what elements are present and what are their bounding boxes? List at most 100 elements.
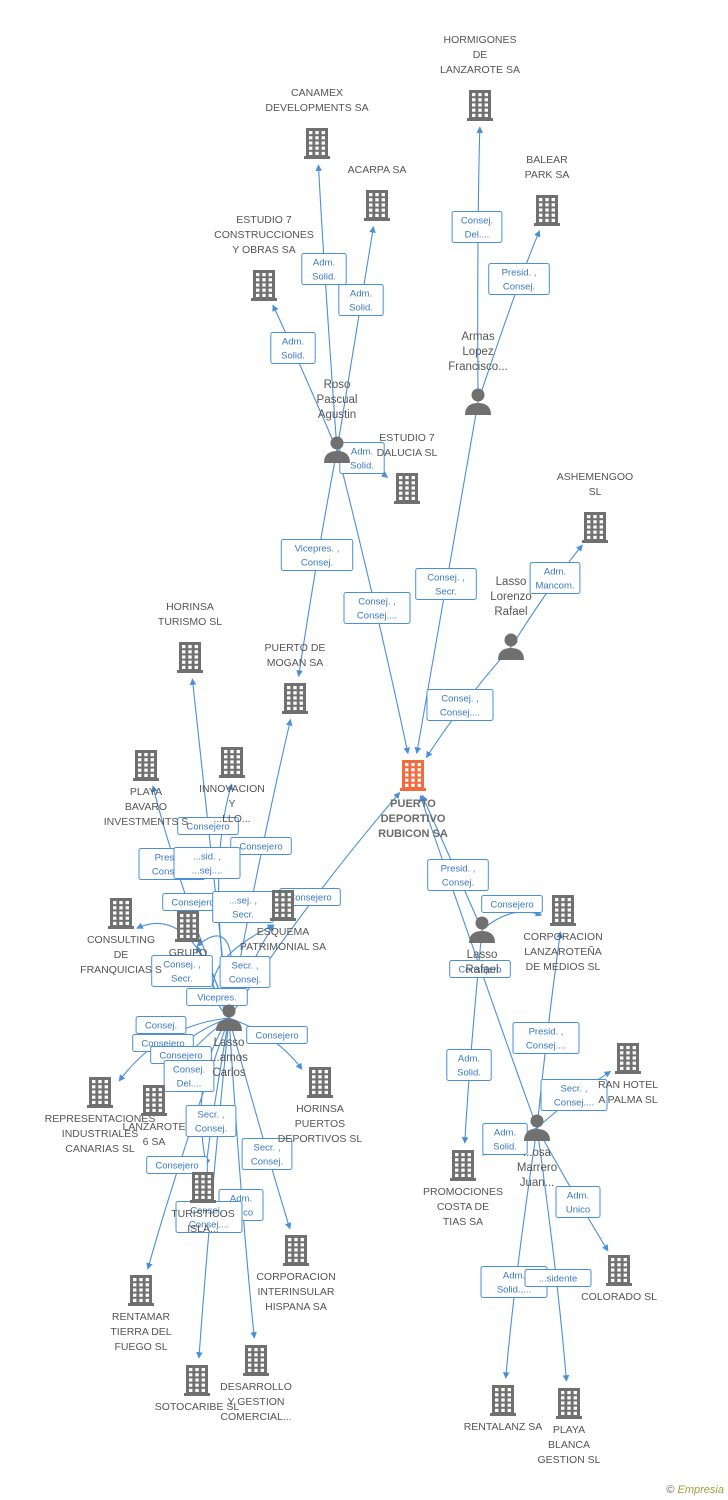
edge-label[interactable]: Consej. ,Consej.... xyxy=(426,689,494,721)
building-window xyxy=(194,655,198,659)
edge-label[interactable]: ...sej. ,Secr. xyxy=(212,891,274,923)
building-window xyxy=(98,1090,102,1094)
building-base xyxy=(251,298,277,301)
edge-label[interactable]: Consej. xyxy=(135,1016,187,1034)
building-window xyxy=(315,131,319,135)
building-window xyxy=(369,198,373,202)
edge-label[interactable]: Consejero xyxy=(162,893,224,911)
building-window xyxy=(104,1080,108,1084)
edge-label[interactable]: Consejero xyxy=(230,837,292,855)
edge-label[interactable]: Adm.Unico xyxy=(555,1186,601,1218)
edge-label[interactable]: Secr. ,Consej. xyxy=(219,956,271,988)
building-window xyxy=(620,1051,624,1055)
building-window xyxy=(551,208,555,212)
edge-label[interactable]: Adm.Solid. xyxy=(482,1123,528,1155)
building-window xyxy=(478,93,482,97)
building-window xyxy=(467,1153,471,1157)
edge-label[interactable]: Consej. ,Secr. xyxy=(151,955,213,987)
edge-label[interactable]: Consejero xyxy=(246,1026,308,1044)
building-window xyxy=(484,113,488,117)
company-node-colorado[interactable]: COLORADO SL xyxy=(581,1255,657,1303)
edge-label[interactable]: Consejero xyxy=(279,888,341,906)
edge-label[interactable]: Consej.Del.... xyxy=(163,1060,215,1092)
edge-label[interactable]: Adm.Solid. xyxy=(446,1049,492,1081)
edge-label[interactable]: Vicepres. xyxy=(186,988,248,1006)
building-window xyxy=(230,765,234,769)
building-window xyxy=(555,903,559,907)
edge-label[interactable]: Consejero xyxy=(481,895,543,913)
company-node-acarpa[interactable]: ACARPA SA xyxy=(348,164,407,221)
edge-label[interactable]: ...sid. ,...sej.... xyxy=(173,847,241,879)
edge-label[interactable]: Secr. ,Consej.... xyxy=(540,1079,608,1111)
edge-label[interactable]: Consej. ,Secr. xyxy=(415,568,477,600)
building-icon xyxy=(450,1150,476,1181)
company-name-line: PLAYA xyxy=(130,786,162,798)
edge-label[interactable]: Consejero xyxy=(177,817,239,835)
edge-label[interactable]: Secr. ,Consej. xyxy=(185,1105,237,1137)
building-base xyxy=(243,1373,269,1376)
company-name-line: DEVELOPMENTS SA xyxy=(265,102,368,114)
edge-label-line: Consej. xyxy=(195,1124,227,1135)
company-node-rentalanz[interactable]: RENTALANZ SA xyxy=(464,1385,543,1433)
edge-label[interactable]: Consej. ,Consej.... xyxy=(343,592,411,624)
edge-label[interactable]: ...sidente xyxy=(524,1269,592,1287)
edge-label[interactable]: Adm.Mancom. xyxy=(529,562,581,594)
company-node-sotocaribe[interactable]: SOTOCARIBE SL xyxy=(155,1365,240,1413)
edge-label[interactable]: Presid. ,Consej.... xyxy=(512,1022,580,1054)
company-node-grupo[interactable]: GRUPO xyxy=(169,911,208,959)
building-window xyxy=(587,535,591,539)
edge-label[interactable]: Adm.Solid. xyxy=(301,253,347,285)
edge-label[interactable]: Consejero xyxy=(449,960,511,978)
building-window xyxy=(125,911,129,915)
edge-label[interactable]: Consejero xyxy=(146,1156,208,1174)
building-window xyxy=(254,1348,258,1352)
edge-label[interactable]: Presid. ,Consej. xyxy=(427,859,489,891)
building-window xyxy=(599,520,603,524)
edge-label[interactable]: Presid. ,Consej. xyxy=(488,263,550,295)
building-window xyxy=(593,535,597,539)
edge-label[interactable]: Consej.Del.... xyxy=(451,211,503,243)
edge-label[interactable]: Consej. ,Consej.... xyxy=(175,1201,243,1233)
edge-label[interactable]: Vicepres. ,Consej. xyxy=(280,539,354,571)
building-window xyxy=(248,1363,252,1367)
edge-label[interactable]: Adm.Solid. xyxy=(270,332,316,364)
edge-label[interactable]: Secr. ,Consej. xyxy=(241,1138,293,1170)
edge-label-text: Adm.Unico xyxy=(566,1191,590,1216)
person-head xyxy=(530,1114,544,1128)
building-window xyxy=(139,1298,143,1302)
edge-label[interactable]: Adm.Solid. xyxy=(338,284,384,316)
